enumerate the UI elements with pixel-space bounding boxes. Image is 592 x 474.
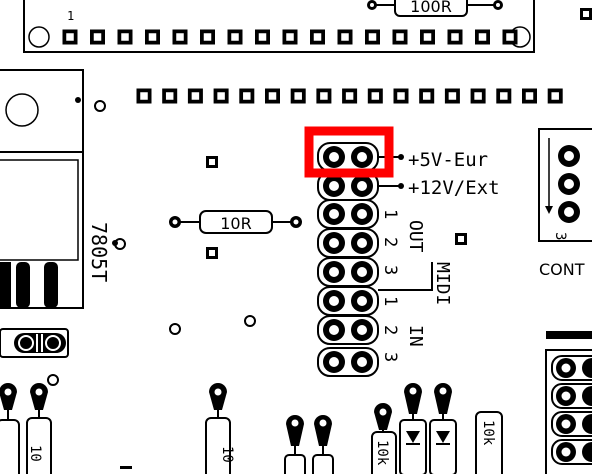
header-pin-pair (317, 199, 379, 229)
resistor-10r-label: 10R (220, 214, 251, 233)
square-pad (496, 88, 512, 104)
resistor-10r: 10R (169, 210, 302, 234)
diode (429, 383, 457, 474)
square-pad (393, 88, 409, 104)
resistor-100r-label: 100R (410, 0, 452, 16)
out-pin-2: 2 (380, 237, 400, 247)
label-midi: MIDI (432, 262, 453, 305)
square-pad (420, 29, 435, 45)
header-pin-pair (317, 228, 379, 258)
square-pad (255, 29, 270, 45)
square-pad (310, 29, 325, 45)
in-pin-1: 1 (380, 296, 400, 306)
header-labels: +5V-Eur +12V/Ext 1 2 3 1 2 3 OUT IN MIDI (378, 149, 500, 362)
header-pin-pair (317, 142, 379, 172)
square-pad (90, 29, 105, 45)
square-pad (213, 88, 229, 104)
regulator-label: 7805T (87, 222, 111, 282)
square-pad (187, 88, 203, 104)
square-pad (367, 88, 383, 104)
svg-text:10k: 10k (374, 440, 390, 466)
square-pad (117, 29, 133, 45)
square-pad (316, 88, 332, 104)
bottom-components: 10k 10k (0, 383, 503, 474)
square-pad (239, 88, 255, 104)
connector-pad (558, 173, 580, 195)
header-pin-pair (317, 347, 379, 377)
connector-pads (558, 145, 580, 223)
resistor-100r: 100R (367, 0, 503, 17)
square-pad (337, 29, 353, 45)
square-pad (419, 88, 435, 104)
connector-pad (558, 201, 580, 223)
square-pad (547, 88, 563, 104)
connector-pin-3-label: 3 (552, 232, 568, 240)
square-pad (62, 29, 78, 45)
header-pin-pair (317, 315, 379, 345)
label-12v-ext: +12V/Ext (408, 177, 500, 199)
connector-pad (558, 145, 580, 167)
square-pad (392, 29, 408, 45)
resistor-teardrop (284, 415, 306, 474)
header-pad (551, 383, 592, 409)
square-pad (145, 29, 160, 45)
square-pad (365, 29, 380, 45)
power-midi-header (317, 142, 379, 377)
resistor-left-2 (26, 383, 52, 474)
control-connector: 3 CONT (538, 128, 592, 279)
square-pad (522, 88, 537, 104)
resistor-10k-a: 10k (371, 403, 397, 474)
vias (47, 100, 467, 386)
label-out: OUT (405, 220, 426, 253)
header-pad (551, 355, 592, 381)
square-pad (447, 29, 463, 45)
square-pad (475, 29, 490, 45)
out-pin-3: 3 (380, 265, 400, 275)
square-pad (342, 88, 358, 104)
label-5v-eur: +5V-Eur (408, 149, 488, 171)
resistor-10k-b: 10k (475, 411, 503, 474)
square-pad (444, 88, 460, 104)
diode (399, 383, 427, 474)
square-pad (282, 29, 298, 45)
square-pad (502, 29, 518, 45)
square-pad (290, 88, 306, 104)
resistor-bm-label: 10 (219, 446, 235, 463)
top-pad-row (62, 29, 518, 45)
bottom-right-header (545, 331, 592, 474)
header-pin-pair (317, 286, 379, 316)
resistor-bl-label: 10 (27, 445, 43, 462)
label-in: IN (405, 325, 426, 347)
top-module: 1 100R (23, 0, 535, 53)
square-pad (136, 88, 152, 104)
in-pin-3: 3 (380, 352, 400, 362)
square-pad (172, 29, 188, 45)
header-pad (551, 439, 592, 465)
square-pad (227, 29, 243, 45)
resistor-left-1 (0, 383, 20, 474)
square-pad (200, 29, 215, 45)
capacitor-footprint (0, 328, 69, 358)
svg-text:10k: 10k (480, 420, 496, 446)
highlight-5v-eur-box[interactable] (304, 126, 394, 178)
voltage-regulator: 7805T (0, 69, 111, 309)
square-pad (265, 88, 280, 104)
mount-hole-left (28, 26, 50, 48)
header-pin-pair (317, 257, 379, 287)
resistor-teardrop (312, 415, 334, 474)
out-pin-1: 1 (380, 209, 400, 219)
resistor-mid (205, 383, 231, 474)
header-pad (551, 411, 592, 437)
square-pad (162, 88, 178, 104)
pad-row-2 (136, 88, 563, 104)
square-pad (470, 88, 486, 104)
connector-label: CONT (539, 260, 585, 279)
in-pin-2: 2 (380, 325, 400, 335)
pin1-label: 1 (67, 9, 74, 23)
